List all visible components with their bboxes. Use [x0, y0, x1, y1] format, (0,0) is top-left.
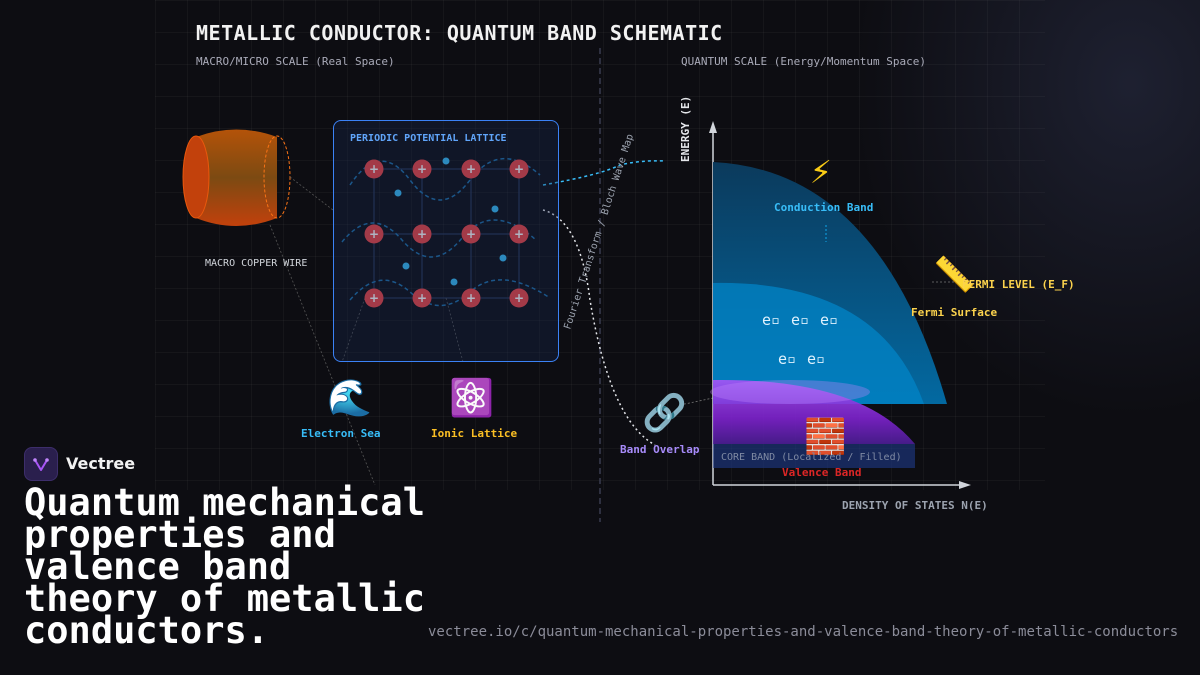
svg-text:+: +: [369, 162, 379, 176]
atom-icon: ⚛️: [449, 378, 494, 419]
fermi-surface-label: Fermi Surface: [911, 306, 998, 319]
ion: +: [412, 288, 432, 308]
electron-label: e▫: [807, 350, 826, 368]
headline: Quantum mechanical properties and valenc…: [24, 481, 425, 652]
free-electron: [450, 278, 458, 286]
ion: +: [364, 159, 384, 179]
lightning-icon: ⚡: [810, 151, 832, 192]
ion: +: [364, 288, 384, 308]
page-title: METALLIC CONDUCTOR: QUANTUM BAND SCHEMAT…: [196, 21, 723, 45]
electron-label: e▫: [820, 311, 839, 329]
valence-band-shape: [713, 379, 915, 444]
ion: +: [509, 224, 529, 244]
mapping-curve-lower: [542, 209, 656, 446]
core-band-shape: [713, 444, 915, 468]
electron-label: e▫: [762, 311, 781, 329]
svg-text:+: +: [417, 162, 427, 176]
svg-text:+: +: [514, 291, 524, 305]
fermi-level-label: FERMI LEVEL (E_F): [962, 278, 1075, 291]
dos-axis-label: DENSITY OF STATES N(E): [842, 499, 988, 512]
bloch-waves: [341, 158, 551, 307]
copper-wire: [182, 129, 376, 486]
svg-text:+: +: [466, 227, 476, 241]
energy-axis-label: ENERGY (E): [679, 96, 692, 162]
band-overlap-label: Band Overlap: [620, 443, 700, 456]
svg-text:+: +: [514, 162, 524, 176]
svg-text:+: +: [466, 162, 476, 176]
svg-text:+: +: [369, 291, 379, 305]
free-electron: [491, 205, 499, 213]
electron-label: e▫: [778, 350, 797, 368]
ion: +: [509, 288, 529, 308]
conduction-band-label: Conduction Band: [774, 201, 874, 214]
svg-text:+: +: [417, 291, 427, 305]
ion: +: [412, 159, 432, 179]
right-scale-label: QUANTUM SCALE (Energy/Momentum Space): [681, 55, 927, 68]
svg-text:+: +: [417, 227, 427, 241]
wire-label: MACRO COPPER WIRE: [205, 258, 308, 269]
ruler-icon: 📏: [933, 255, 976, 295]
ion-group: + + + + + + + + + + + +: [364, 159, 529, 308]
svg-text:+: +: [369, 227, 379, 241]
valence-band-label: Valence Band: [782, 466, 862, 479]
ion: +: [461, 159, 481, 179]
free-electron: [402, 262, 410, 270]
lattice-box: [333, 120, 559, 362]
electron-group: [394, 157, 507, 286]
core-band-label: CORE BAND (Localized / Filled): [721, 452, 902, 463]
brand-name: Vectree: [66, 454, 136, 473]
mapping-curve-upper: [542, 160, 666, 186]
lattice-title: PERIODIC POTENTIAL LATTICE: [350, 133, 507, 144]
electron-sea-label: Electron Sea: [301, 427, 381, 440]
ion: +: [509, 159, 529, 179]
link-icon: 🔗: [642, 393, 687, 434]
filled-states-shape: [713, 282, 924, 404]
svg-text:+: +: [466, 291, 476, 305]
svg-text:+: +: [514, 227, 524, 241]
wave-icon: 🌊: [327, 378, 372, 419]
ion: +: [461, 224, 481, 244]
vectree-logo: [24, 447, 58, 481]
page-url: vectree.io/c/quantum-mechanical-properti…: [428, 624, 1179, 640]
free-electron: [442, 157, 450, 165]
ion: +: [461, 288, 481, 308]
free-electron: [499, 254, 507, 262]
ion: +: [364, 224, 384, 244]
brick-icon: 🧱: [804, 417, 847, 457]
electron-label: e▫: [791, 311, 810, 329]
ionic-lattice-label: Ionic Lattice: [431, 427, 518, 440]
ion: +: [412, 224, 432, 244]
left-scale-label: MACRO/MICRO SCALE (Real Space): [196, 55, 395, 68]
free-electron: [394, 189, 402, 197]
